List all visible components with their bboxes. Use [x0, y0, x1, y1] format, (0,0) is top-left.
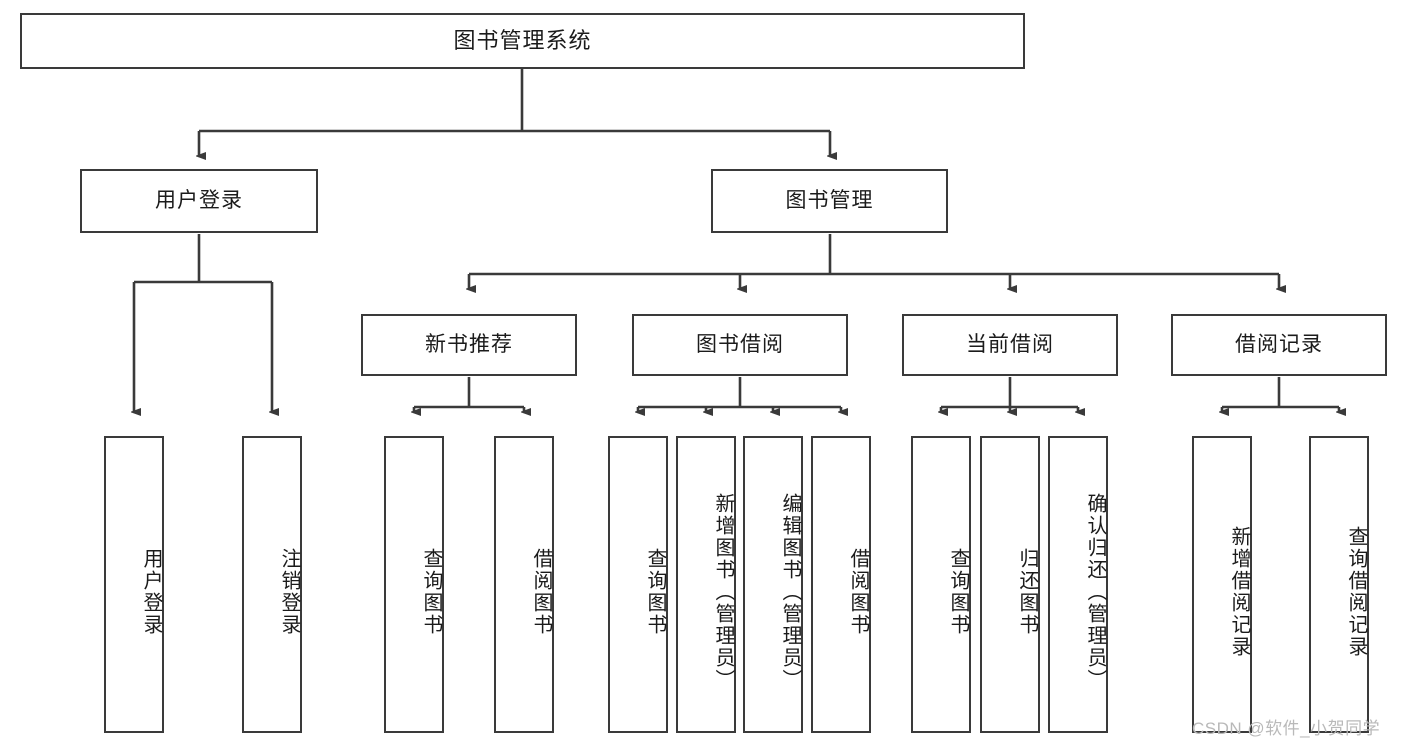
node-label: 图书借阅: [696, 333, 784, 357]
node-label: 用户登录: [155, 189, 243, 213]
node-current-borrow[interactable]: 当前借阅: [902, 314, 1118, 376]
leaf-book-borrow-query[interactable]: 查询图书: [608, 436, 668, 733]
node-label: 当前借阅: [966, 333, 1054, 357]
node-label: 借阅图书: [847, 547, 869, 636]
leaf-user-login-logout[interactable]: 注销登录: [242, 436, 302, 733]
node-label: 图书管理系统: [453, 27, 592, 53]
node-label: 图书管理: [785, 189, 874, 213]
node-book-management[interactable]: 图书管理: [711, 169, 948, 233]
leaf-current-borrow-confirm[interactable]: 确认归还（管理员）: [1048, 436, 1108, 733]
leaf-current-borrow-query[interactable]: 查询图书: [911, 436, 971, 733]
node-root-system[interactable]: 图书管理系统: [20, 13, 1025, 69]
leaf-borrow-record-query[interactable]: 查询借阅记录: [1309, 436, 1369, 733]
node-label: 借阅记录: [1235, 333, 1323, 357]
node-user-login[interactable]: 用户登录: [80, 169, 318, 233]
node-borrow-record[interactable]: 借阅记录: [1171, 314, 1387, 376]
node-label: 查询图书: [420, 547, 442, 636]
node-label: 查询借阅记录: [1345, 525, 1367, 658]
leaf-new-book-query[interactable]: 查询图书: [384, 436, 444, 733]
node-label: 查询图书: [644, 547, 666, 636]
node-label: 确认归还（管理员）: [1084, 492, 1106, 691]
leaf-user-login-login[interactable]: 用户登录: [104, 436, 164, 733]
node-label: 新书推荐: [425, 333, 513, 357]
node-label: 用户登录: [140, 547, 162, 636]
node-label: 编辑图书（管理员）: [779, 492, 801, 691]
leaf-current-borrow-return[interactable]: 归还图书: [980, 436, 1040, 733]
leaf-book-borrow-add[interactable]: 新增图书（管理员）: [676, 436, 736, 733]
leaf-borrow-record-add[interactable]: 新增借阅记录: [1192, 436, 1252, 733]
node-label: 新增图书（管理员）: [712, 492, 734, 691]
node-label: 借阅图书: [530, 547, 552, 636]
csdn-watermark: CSDN @软件_小贺同学: [1192, 719, 1381, 738]
leaf-new-book-borrow[interactable]: 借阅图书: [494, 436, 554, 733]
node-label: 归还图书: [1016, 547, 1038, 636]
node-new-book-recommend[interactable]: 新书推荐: [361, 314, 577, 376]
node-label: 注销登录: [278, 547, 300, 636]
node-label: 新增借阅记录: [1228, 525, 1250, 658]
leaf-book-borrow-edit[interactable]: 编辑图书（管理员）: [743, 436, 803, 733]
node-book-borrow[interactable]: 图书借阅: [632, 314, 848, 376]
node-label: 查询图书: [947, 547, 969, 636]
leaf-book-borrow-borrow[interactable]: 借阅图书: [811, 436, 871, 733]
